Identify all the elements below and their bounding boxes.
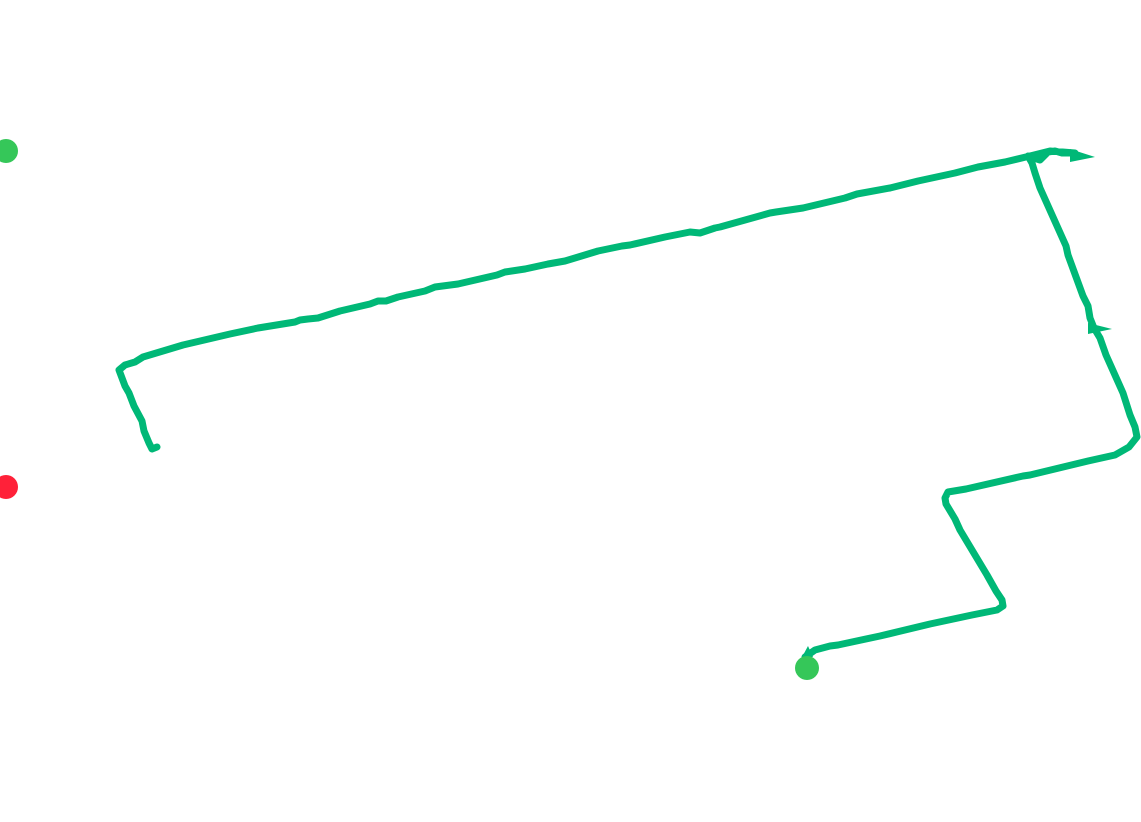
direction-arrow-icon	[801, 646, 813, 659]
current-position-marker-icon[interactable]	[795, 656, 819, 680]
direction-arrow-icon	[1088, 323, 1112, 334]
route-path	[115, 147, 1141, 661]
start-marker-icon[interactable]	[0, 139, 18, 163]
end-marker-icon[interactable]	[0, 475, 18, 499]
direction-arrow-icon	[1070, 149, 1095, 162]
